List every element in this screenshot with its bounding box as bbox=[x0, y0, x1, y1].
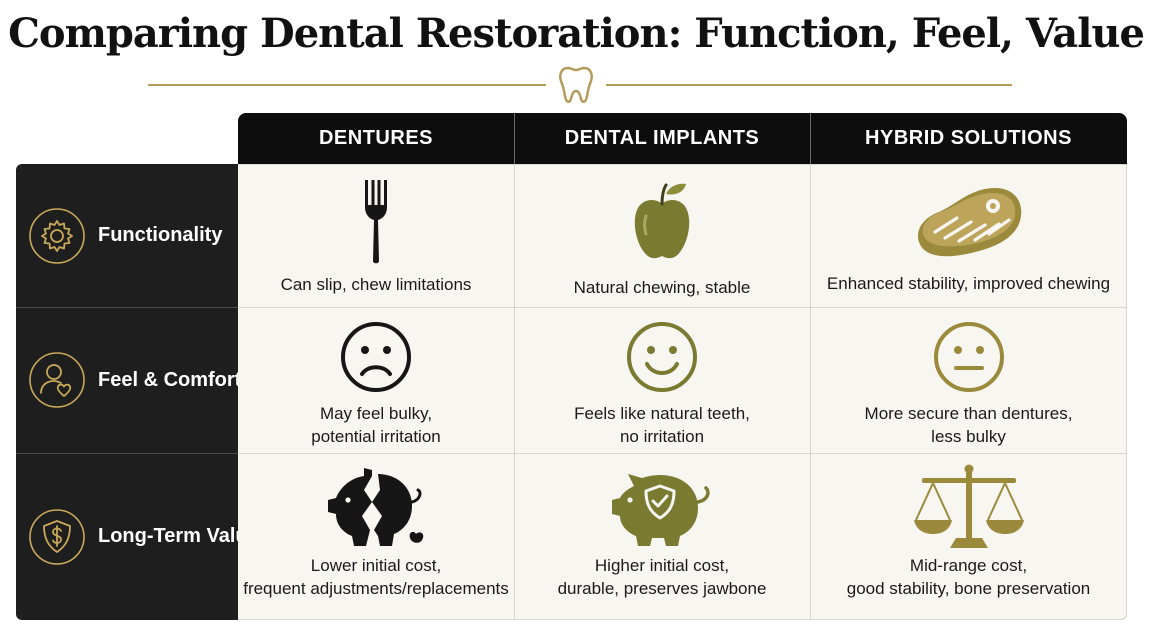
cell-text-line1: Higher initial cost, bbox=[594, 556, 730, 575]
row-label-text: Long-Term Value bbox=[98, 525, 259, 547]
cell-implants-functionality: Natural chewing, stable bbox=[514, 180, 810, 299]
cell-text-line1: May feel bulky, bbox=[319, 404, 433, 423]
column-header-hybrid: HYBRID SOLUTIONS bbox=[865, 127, 1072, 149]
fork-icon bbox=[365, 180, 387, 264]
row-label-text: Functionality bbox=[98, 224, 223, 246]
smile-face-icon bbox=[627, 322, 697, 392]
header-divider bbox=[810, 113, 811, 164]
grid-column-divider bbox=[514, 164, 515, 620]
cell-dentures-value: Lower initial cost, frequent adjustments… bbox=[238, 466, 514, 600]
cell-text-line1: Mid-range cost, bbox=[909, 556, 1028, 575]
cell-text-line1: Lower initial cost, bbox=[310, 556, 442, 575]
grid-row-divider bbox=[238, 307, 1127, 308]
row-label-feel-comfort: Feel & Comfort bbox=[16, 307, 242, 453]
row-label-functionality: Functionality bbox=[16, 164, 238, 307]
cell-text: Can slip, chew limitations bbox=[280, 275, 472, 294]
row-label-long-term-value: Long-Term Value bbox=[16, 453, 259, 620]
cell-text-line1: More secure than dentures, bbox=[864, 404, 1073, 423]
cell-text-line2: frequent adjustments/replacements bbox=[243, 579, 509, 598]
cell-text-line2: durable, preserves jawbone bbox=[557, 579, 767, 598]
cell-implants-feel: Feels like natural teeth, no irritation bbox=[514, 320, 810, 448]
cell-hybrid-feel: More secure than dentures, less bulky bbox=[810, 320, 1127, 448]
row-label-divider bbox=[16, 453, 238, 454]
cell-dentures-functionality: Can slip, chew limitations bbox=[238, 177, 514, 296]
cell-text: Enhanced stability, improved chewing bbox=[826, 274, 1111, 293]
cell-text: Natural chewing, stable bbox=[573, 278, 751, 297]
balance-scale-icon bbox=[913, 464, 1024, 548]
cell-text-line2: good stability, bone preservation bbox=[846, 579, 1091, 598]
column-header-dentures: DENTURES bbox=[318, 127, 433, 149]
broken-piggy-bank-icon bbox=[328, 468, 424, 546]
row-label-text: Feel & Comfort bbox=[98, 368, 242, 391]
cell-hybrid-functionality: Enhanced stability, improved chewing bbox=[810, 184, 1127, 295]
grid-row-divider bbox=[238, 453, 1127, 454]
cell-text-line2: no irritation bbox=[619, 427, 705, 446]
page-title: Comparing Dental Restoration: Function, … bbox=[8, 10, 1145, 57]
sad-face-icon bbox=[341, 322, 411, 392]
title-divider-right bbox=[606, 84, 1012, 86]
neutral-face-icon bbox=[933, 322, 1004, 392]
cell-implants-value: Higher initial cost, durable, preserves … bbox=[514, 466, 810, 600]
column-header-implants: DENTAL IMPLANTS bbox=[564, 127, 760, 149]
shield-piggy-bank-icon bbox=[612, 474, 710, 546]
title-divider-left bbox=[148, 84, 546, 86]
shield-dollar-icon bbox=[29, 508, 85, 565]
column-header-bar bbox=[238, 113, 1127, 164]
cell-dentures-feel: May feel bulky, potential irritation bbox=[238, 320, 514, 448]
grid-column-divider bbox=[810, 164, 811, 620]
gear-icon bbox=[29, 207, 85, 264]
row-label-divider bbox=[16, 307, 238, 308]
steak-icon bbox=[917, 188, 1021, 257]
apple-icon bbox=[634, 183, 690, 259]
header-divider bbox=[514, 113, 515, 164]
tooth-icon bbox=[559, 66, 593, 103]
cell-hybrid-value: Mid-range cost, good stability, bone pre… bbox=[810, 464, 1127, 600]
cell-text-line1: Feels like natural teeth, bbox=[574, 404, 750, 423]
person-heart-icon bbox=[29, 352, 85, 408]
cell-text-line2: less bulky bbox=[931, 427, 1006, 446]
cell-text-line2: potential irritation bbox=[311, 427, 441, 446]
